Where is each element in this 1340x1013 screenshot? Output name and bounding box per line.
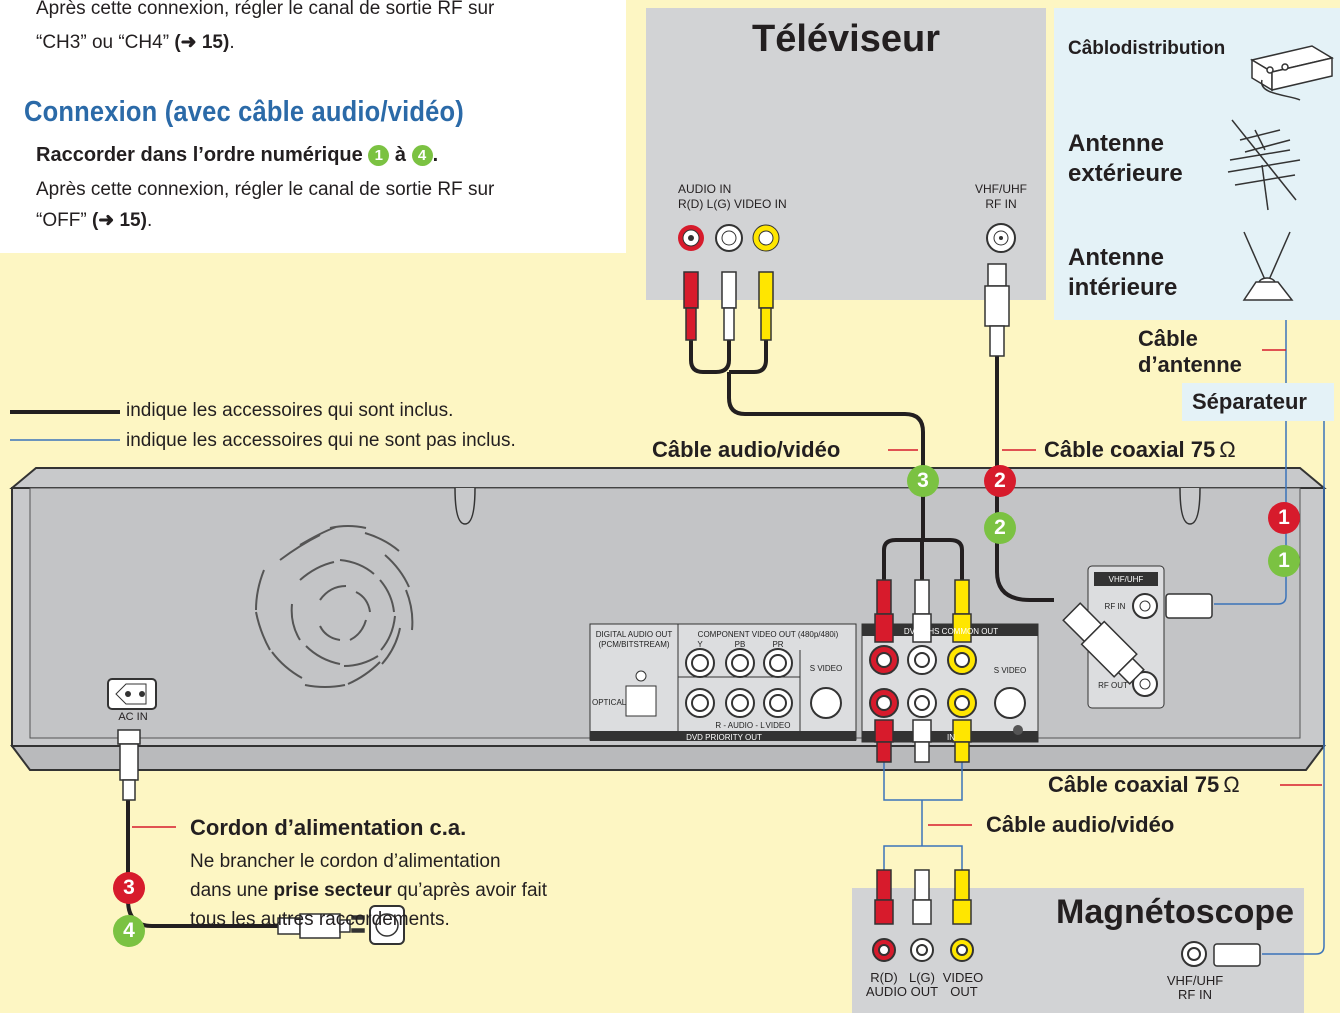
optical-label: OPTICAL	[592, 698, 627, 707]
power-note-2: dans une prise secteur qu’après avoir fa…	[190, 880, 547, 902]
power-note-2-bold: prise secteur	[273, 880, 392, 901]
av-cable-label-top: Câble audio/vidéo	[652, 437, 841, 462]
r-audio-l-label: R - AUDIO - L	[715, 721, 765, 730]
power-note-2-end: qu’après avoir fait	[391, 880, 548, 901]
outdoor-antenna-label-2: extérieure	[1068, 160, 1183, 187]
indoor-antenna-label-1: Antenne	[1068, 244, 1164, 271]
vcr-rd-label: R(D)	[870, 970, 898, 985]
legend-included: indique les accessoires qui sont inclus.	[126, 400, 454, 421]
step-1-red-badge: 1	[1268, 502, 1300, 534]
ac-in-label: AC IN	[118, 711, 148, 723]
vcr-video-label: VIDEO	[942, 970, 984, 985]
tv-rf-sub: RF IN	[985, 197, 1017, 211]
component-y-label: Y	[697, 640, 703, 649]
section-subheading: Raccorder dans l’ordre numérique 1 à 4.	[36, 144, 438, 167]
ohm-symbol: Ω	[1219, 437, 1236, 462]
component-pb-label: PB	[734, 640, 746, 649]
step-2-red-badge: 2	[984, 465, 1016, 497]
digital-audio-label: DIGITAL AUDIO OUT	[595, 630, 673, 639]
vcr-audio-out-label: AUDIO OUT	[865, 984, 939, 999]
fan-vent	[255, 525, 414, 688]
step-1-green-badge: 1	[1268, 545, 1300, 577]
power-note-2-text: dans une	[190, 880, 274, 901]
subheading-mid: à	[389, 144, 412, 166]
intro-line-3: Après cette connexion, régler le canal d…	[36, 179, 495, 200]
leader-lines	[132, 349, 1322, 828]
indoor-antenna-icon	[1242, 231, 1294, 301]
component-pr-label: PR	[772, 640, 784, 649]
in-label: IN	[947, 733, 955, 742]
step-3-red-badge: 3	[113, 872, 145, 904]
intro-line-2-text: “CH3” ou “CH4”	[36, 32, 175, 53]
vhf-uhf-label: VHF/UHF	[1108, 575, 1144, 584]
antenna-cable-label-1: Câble	[1138, 326, 1198, 351]
plugs	[117, 263, 1261, 967]
tv-av-jacks	[678, 224, 780, 252]
vcr-rf-in-label: RF IN	[1178, 987, 1212, 1002]
subheading-end: .	[432, 144, 439, 166]
unit-av-jacks	[869, 645, 977, 718]
av-cable-label-bottom: Câble audio/vidéo	[986, 812, 1175, 837]
splitter-label: Séparateur	[1192, 389, 1307, 414]
intro-line-2-ref: (➜ 15)	[174, 32, 230, 53]
s-video-2-label: S VIDEO	[993, 666, 1027, 675]
tv-title: Téléviseur	[752, 18, 940, 60]
dvd-out-label: DVD/VHS COMMON OUT	[903, 627, 999, 636]
intro-line-1: Après cette connexion, régler le canal d…	[36, 0, 495, 19]
outdoor-antenna-icon	[1227, 119, 1301, 211]
coax-cable-label-top-text: Câble coaxial 75	[1044, 437, 1216, 462]
step-badge-1: 1	[368, 145, 390, 167]
tv-audio-in-sub: R(D) L(G) VIDEO IN	[678, 197, 787, 211]
included-cables	[126, 340, 1054, 928]
pcm-label: (PCM/BITSTREAM)	[598, 640, 670, 649]
rf-out-label: RF OUT	[1098, 681, 1128, 690]
intro-line-2-end: .	[229, 32, 235, 53]
ac-inlet	[107, 678, 157, 710]
step-2-green-badge: 2	[984, 512, 1016, 544]
vcr-title: Magnétoscope	[1056, 893, 1295, 931]
video-label: VIDEO	[765, 721, 791, 730]
cable-tv-label: Câblodistribution	[1068, 38, 1226, 59]
cable-box-icon	[1250, 45, 1334, 101]
tv-box	[646, 8, 1046, 300]
rear-panel	[589, 565, 1165, 743]
rf-in-label: RF IN	[1104, 602, 1126, 611]
s-video-label: S VIDEO	[809, 664, 843, 673]
outdoor-antenna-label-1: Antenne	[1068, 130, 1164, 157]
non-included-cables	[883, 320, 1325, 955]
antenna-cable-label-2: d’antenne	[1138, 352, 1242, 377]
step-badge-4: 4	[411, 145, 433, 167]
power-note-3: tous les autres raccordements.	[190, 909, 450, 930]
subheading-text: Raccorder dans l’ordre numérique	[36, 144, 369, 166]
vcr-lg-label: L(G)	[909, 970, 935, 985]
power-note-1: Ne brancher le cordon d’alimentation	[190, 851, 501, 872]
intro-panel	[0, 0, 626, 253]
vcr-jacks	[872, 938, 1207, 967]
splitter-box: Séparateur	[1182, 383, 1334, 421]
tv-rf-label: VHF/UHF	[975, 182, 1027, 196]
step-3-green-badge: 3	[907, 465, 939, 497]
indoor-antenna-label-2: intérieure	[1068, 274, 1178, 301]
component-label: COMPONENT VIDEO OUT (480p/480i)	[697, 630, 839, 639]
tv-audio-in-label: AUDIO IN	[678, 182, 732, 196]
legend-not-included: indique les accessoires qui ne sont pas …	[126, 430, 516, 451]
intro-line-2: “CH3” ou “CH4” (➜ 15).	[36, 30, 235, 56]
intro-line-4-end: .	[146, 210, 153, 231]
intro-line-4-text: “OFF”	[36, 210, 92, 231]
tv-rf-jack	[986, 223, 1016, 253]
coax-cable-label-bottom-text: Câble coaxial 75	[1048, 772, 1220, 797]
vcr-out-label: OUT	[950, 984, 978, 999]
intro-line-4-ref: (➜ 15)	[91, 210, 147, 231]
power-cord-label: Cordon d’alimentation c.a.	[190, 815, 467, 840]
ohm-symbol-bottom: Ω	[1223, 772, 1240, 797]
vcr-rf-label: VHF/UHF	[1166, 973, 1224, 988]
intro-line-4: “OFF” (➜ 15).	[36, 208, 152, 234]
step-4-green-badge: 4	[113, 915, 145, 947]
dvd-priority-label: DVD PRIORITY OUT	[686, 733, 762, 742]
section-heading: Connexion (avec câble audio/vidéo)	[24, 96, 464, 128]
